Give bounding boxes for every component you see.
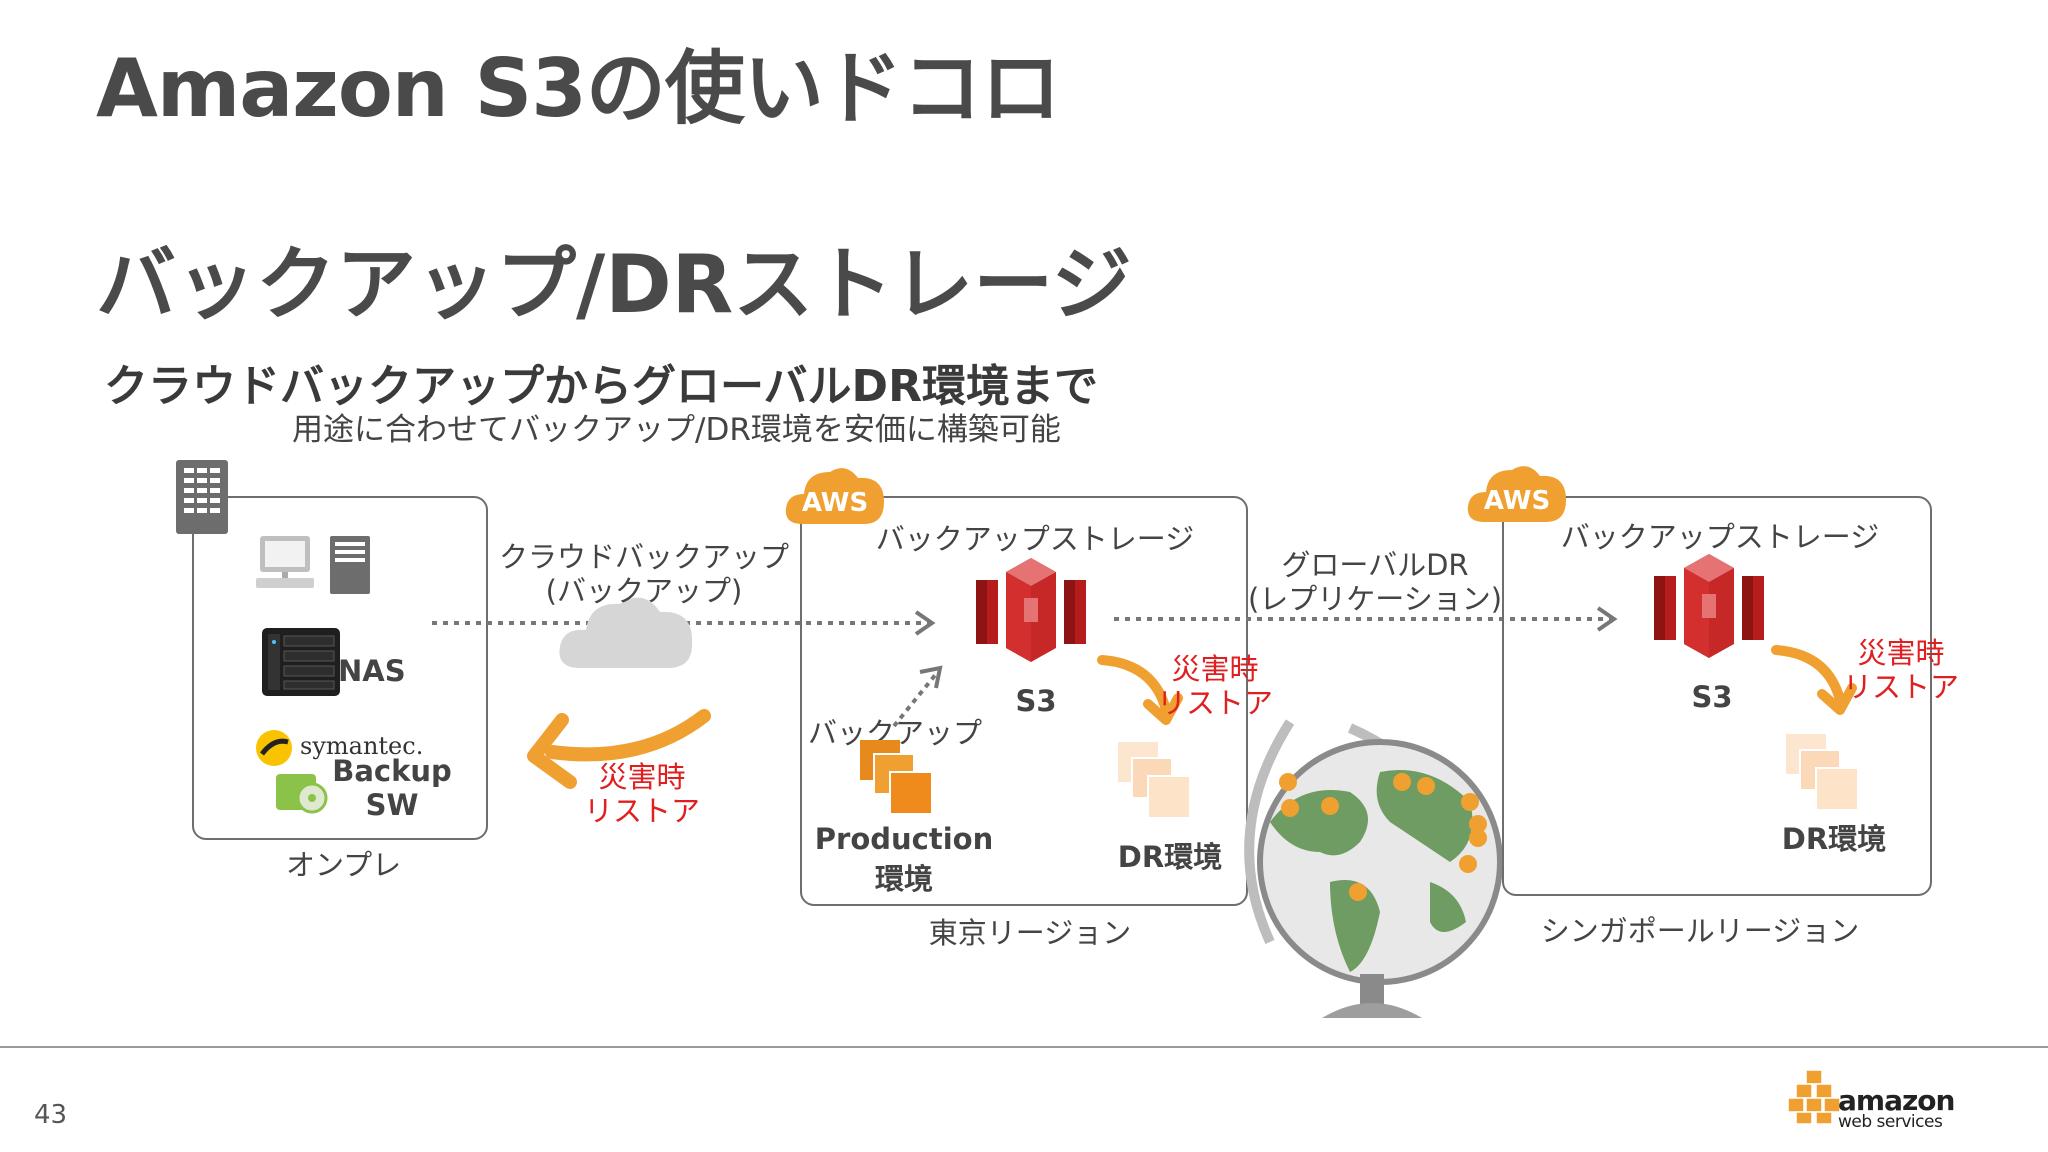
cloud-backup-arrow <box>432 610 936 636</box>
globe-icon <box>1244 719 1503 1018</box>
tokyo-backup-arrow <box>892 665 943 728</box>
global-dr-label-line1: グローバルDR <box>1281 548 1469 582</box>
cloud-icon <box>559 597 693 668</box>
singapore-restore-label-line2: リストア <box>1842 670 1959 704</box>
cloud-backup-label-line1: クラウドバックアップ <box>498 540 789 574</box>
slide-subheading: クラウドバックアップからグローバルDR環境まで <box>104 361 1098 412</box>
production-label-line2: 環境 <box>874 862 933 896</box>
singapore-restore-label-line1: 災害時 <box>1857 636 1945 670</box>
singapore-dr-icon <box>1786 734 1859 811</box>
aws-cloud-badge-icon <box>785 468 884 524</box>
backup-sw-label-line2: SW <box>365 788 419 822</box>
singapore-region-label: シンガポールリージョン <box>1540 914 1860 948</box>
global-dr-label-line2: (レプリケーション) <box>1247 582 1503 616</box>
s3-bucket-icon <box>1654 554 1764 658</box>
footer-divider <box>0 1046 2048 1048</box>
tokyo-storage-label: バックアップストレージ <box>875 522 1195 556</box>
singapore-dr-label: DR環境 <box>1781 822 1887 856</box>
tokyo-restore-label-line1: 災害時 <box>1171 652 1259 686</box>
singapore-region-box <box>1502 496 1932 896</box>
s3-bucket-icon <box>976 558 1086 662</box>
aws-logo-subtext: web services <box>1838 1112 1943 1132</box>
tokyo-s3-label: S3 <box>1015 684 1057 718</box>
singapore-storage-label: バックアップストレージ <box>1560 520 1880 554</box>
symantec-label: symantec. <box>300 732 424 760</box>
tokyo-dr-icon <box>1118 742 1191 819</box>
singapore-aws-badge: AWS <box>1483 486 1551 516</box>
tokyo-aws-badge: AWS <box>801 488 869 518</box>
cloud-backup-label-line2: (バックアップ) <box>545 574 743 608</box>
restore-arrow-onprem <box>527 709 711 789</box>
nas-device-icon <box>262 628 340 696</box>
restore-arrow-singapore <box>1771 645 1857 715</box>
building-icon <box>176 460 228 534</box>
production-label-line1: Production <box>814 822 994 856</box>
server-icon <box>330 536 370 594</box>
onprem-restore-label-line1: 災害時 <box>598 760 686 794</box>
symantec-logo-icon <box>256 730 292 766</box>
aws-cloud-badge-icon <box>1467 466 1566 522</box>
aws-logo-text: amazon <box>1838 1084 1955 1117</box>
singapore-s3-label: S3 <box>1691 680 1733 714</box>
slide-title: Amazon S3の使いドコロ <box>96 42 1061 135</box>
onprem-box <box>192 496 488 840</box>
onprem-restore-label-line2: リストア <box>583 794 700 828</box>
backup-sw-label-line1: Backup <box>332 754 452 788</box>
production-environment-icon <box>860 740 933 815</box>
tokyo-region-label: 東京リージョン <box>928 916 1132 950</box>
page-number: 43 <box>34 1100 68 1130</box>
restore-arrow-tokyo <box>1097 655 1183 725</box>
aws-cubes-logo-icon <box>1787 1069 1841 1125</box>
slide-description: 用途に合わせてバックアップ/DR環境を安価に構築可能 <box>292 412 1061 448</box>
onprem-region-label: オンプレ <box>286 848 402 882</box>
slide-heading: バックアップ/DRストレージ <box>96 238 1132 331</box>
tokyo-restore-label-line2: リストア <box>1156 686 1273 720</box>
global-dr-arrow <box>1114 606 1618 632</box>
backup-software-icon <box>276 774 328 814</box>
tokyo-dr-label: DR環境 <box>1117 840 1223 874</box>
tokyo-region-box <box>800 496 1248 906</box>
nas-label: NAS <box>338 654 406 688</box>
desktop-computer-icon <box>256 536 314 588</box>
